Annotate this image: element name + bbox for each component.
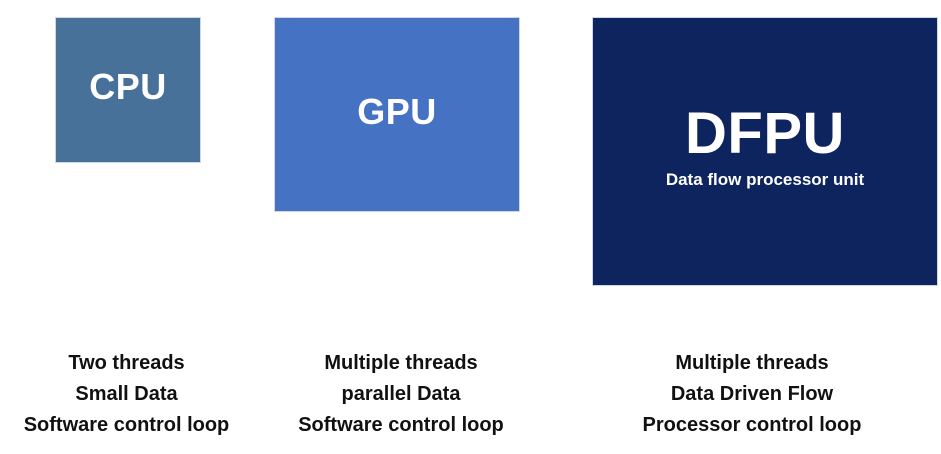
gpu-description-line: parallel Data	[341, 383, 461, 405]
dfpu-description-line: Processor control loop	[642, 414, 862, 436]
cpu-description-line: Software control loop	[23, 414, 230, 436]
cpu-description-line: Small Data	[75, 383, 178, 405]
cpu-box: CPU	[55, 17, 201, 163]
gpu-description-line: Software control loop	[298, 414, 504, 436]
dfpu-description-line: Data Driven Flow	[670, 383, 834, 405]
cpu-title: CPU	[89, 66, 167, 107]
dfpu-box: DFPU Data flow processor unit	[592, 17, 938, 286]
dfpu-title: DFPU	[685, 101, 845, 167]
dfpu-description-line: Multiple threads	[675, 352, 829, 374]
cpu-description-line: Two threads	[68, 352, 185, 374]
gpu-description-line: Multiple threads	[324, 352, 478, 374]
gpu-box: GPU	[274, 17, 520, 212]
dfpu-description: Multiple threads Data Driven Flow Proces…	[618, 348, 886, 441]
dfpu-subtitle: Data flow processor unit	[665, 170, 865, 190]
cpu-description: Two threads Small Data Software control …	[0, 348, 253, 441]
gpu-description: Multiple threads parallel Data Software …	[270, 348, 532, 441]
gpu-title: GPU	[357, 90, 437, 132]
